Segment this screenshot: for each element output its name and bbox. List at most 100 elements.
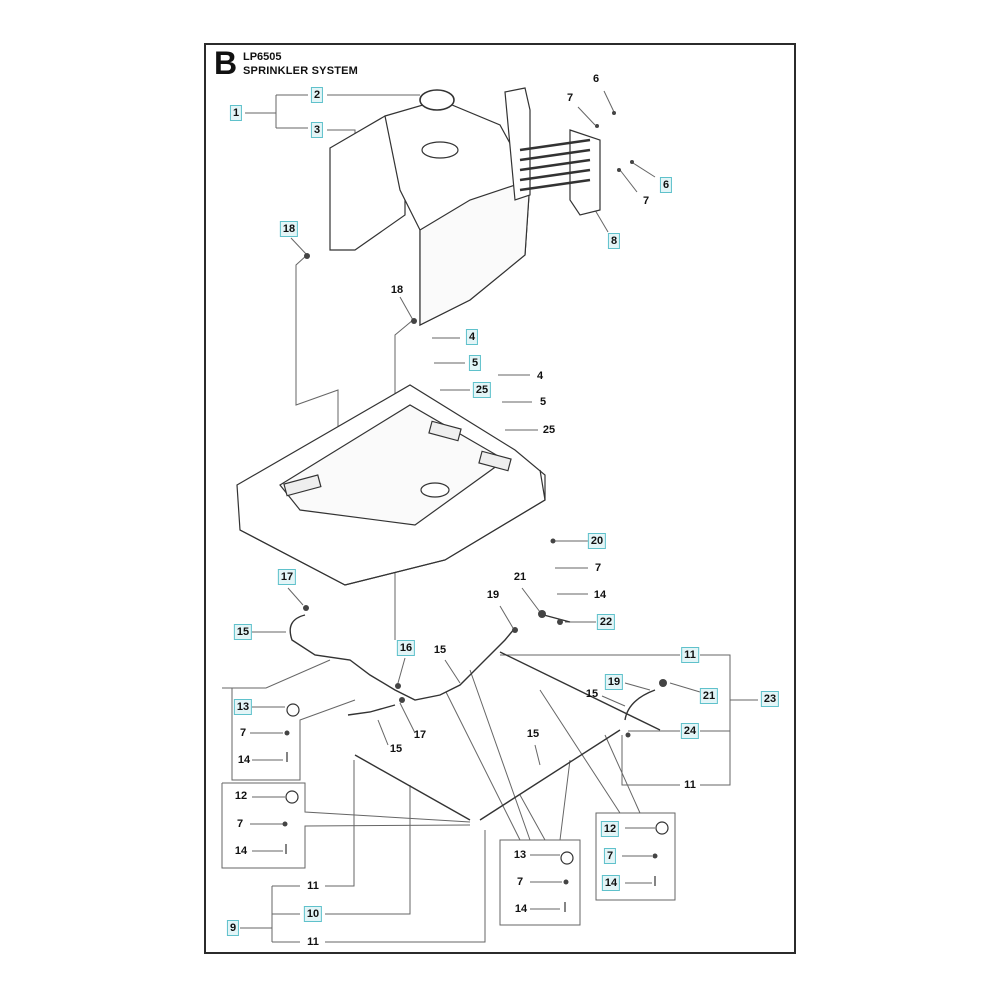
callout-1[interactable]: 1 (229, 105, 243, 121)
water-tank (329, 89, 531, 326)
callout-5[interactable]: 5 (539, 396, 547, 408)
leader-19b (624, 682, 651, 691)
callout-22[interactable]: 22 (596, 614, 616, 630)
leader-15c (444, 659, 461, 684)
callout-13[interactable]: 13 (513, 849, 527, 861)
bar-right-upper (499, 651, 661, 731)
leader-21b (669, 682, 701, 693)
callout-6[interactable]: 6 (659, 177, 673, 193)
callout-8[interactable]: 8 (607, 233, 621, 249)
leader-bracket-23 (500, 654, 758, 786)
tank-filler-neck (421, 141, 459, 159)
callout-4[interactable]: 4 (465, 329, 479, 345)
callout-14[interactable]: 14 (601, 875, 621, 891)
fitting-16 (395, 683, 401, 689)
grille-bracket (504, 87, 601, 216)
callout-11[interactable]: 11 (307, 936, 319, 948)
callout-15[interactable]: 15 (389, 743, 403, 755)
fastener-7a (595, 124, 599, 128)
leader-bracket-9 (240, 885, 300, 943)
callout-11[interactable]: 11 (684, 779, 696, 791)
callout-7[interactable]: 7 (566, 92, 574, 104)
leader-17b (399, 702, 416, 734)
parts-box-12 (221, 782, 471, 869)
callout-19[interactable]: 19 (486, 589, 500, 601)
fitting-20 (550, 538, 556, 544)
callout-15[interactable]: 15 (433, 644, 447, 656)
hose-left-lower (347, 704, 396, 716)
callout-11[interactable]: 11 (307, 880, 319, 892)
callout-20[interactable]: 20 (587, 533, 607, 549)
chassis-plate-1 (283, 474, 322, 497)
tank-front (419, 179, 531, 326)
callout-7[interactable]: 7 (594, 562, 602, 574)
callout-21[interactable]: 21 (699, 688, 719, 704)
bar-right-lower (479, 729, 621, 821)
callout-14[interactable]: 14 (234, 845, 248, 857)
callout-14[interactable]: 14 (514, 903, 528, 915)
fastener-6b (630, 160, 634, 164)
callout-17[interactable]: 17 (277, 569, 297, 585)
callout-18[interactable]: 18 (390, 284, 404, 296)
chassis-port (420, 482, 450, 498)
callout-13[interactable]: 13 (233, 699, 253, 715)
leader-15b (377, 719, 389, 746)
callout-7[interactable]: 7 (642, 195, 650, 207)
callout-17[interactable]: 17 (413, 729, 427, 741)
callout-14[interactable]: 14 (593, 589, 607, 601)
callout-12[interactable]: 12 (600, 821, 620, 837)
chassis-plate-2 (428, 420, 462, 442)
leader-19a (499, 605, 514, 629)
fitting-18b (411, 318, 417, 324)
fitting-21b (659, 679, 667, 687)
leader-7b (619, 169, 638, 193)
parts-box-12b (595, 812, 676, 901)
hose-right-elbow (624, 689, 656, 721)
callout-24[interactable]: 24 (680, 723, 700, 739)
leader-18a (290, 237, 308, 256)
leader-11d (325, 830, 486, 943)
fitting-18a (304, 253, 310, 259)
leader-10 (325, 785, 411, 915)
small-part-7d (284, 730, 290, 736)
leader-6a (603, 90, 615, 113)
callout-18[interactable]: 18 (279, 221, 299, 237)
leader-21a (521, 587, 541, 613)
callout-15[interactable]: 15 (233, 624, 253, 640)
callout-11[interactable]: 11 (681, 647, 699, 663)
callout-7[interactable]: 7 (516, 876, 524, 888)
small-part-7e (282, 821, 288, 827)
callout-19[interactable]: 19 (604, 674, 624, 690)
callout-16[interactable]: 16 (396, 640, 416, 656)
callout-5[interactable]: 5 (468, 355, 482, 371)
callout-23[interactable]: 23 (760, 691, 780, 707)
callout-2[interactable]: 2 (310, 87, 324, 103)
callout-7[interactable]: 7 (603, 848, 617, 864)
fitting-24 (625, 732, 631, 738)
leader-18b (399, 296, 414, 321)
fitting-17b (399, 697, 405, 703)
callout-14[interactable]: 14 (237, 754, 251, 766)
callout-10[interactable]: 10 (303, 906, 323, 922)
leader-17a (287, 587, 304, 606)
callout-7[interactable]: 7 (239, 727, 247, 739)
callout-3[interactable]: 3 (310, 122, 324, 138)
callout-25[interactable]: 25 (472, 382, 492, 398)
clamp-12a (285, 790, 299, 804)
callout-12[interactable]: 12 (234, 790, 248, 802)
callout-15[interactable]: 15 (585, 688, 599, 700)
callout-15[interactable]: 15 (526, 728, 540, 740)
callout-25[interactable]: 25 (542, 424, 556, 436)
mower-chassis (236, 384, 546, 586)
callout-4[interactable]: 4 (536, 370, 544, 382)
callout-6[interactable]: 6 (592, 73, 600, 85)
leader-11c (325, 760, 355, 887)
small-part-7g (652, 853, 658, 859)
leader-8 (594, 209, 609, 233)
leader-16 (397, 657, 406, 684)
model-number: LP6505 (243, 51, 282, 63)
callout-21[interactable]: 21 (513, 571, 527, 583)
callout-9[interactable]: 9 (226, 920, 240, 936)
callout-7[interactable]: 7 (236, 818, 244, 830)
